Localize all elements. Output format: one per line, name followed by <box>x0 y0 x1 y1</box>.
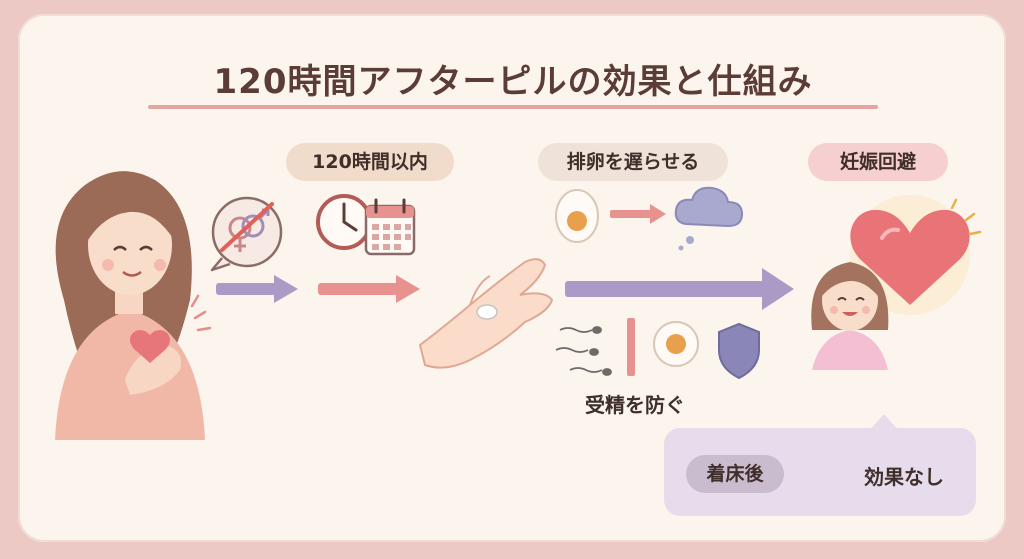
arrow-1 <box>216 275 298 303</box>
small-arrow <box>610 204 666 224</box>
note-text: 効果なし <box>864 465 944 489</box>
egg-icon-2 <box>653 321 699 367</box>
clock-icon <box>316 194 372 250</box>
title-underline <box>148 105 878 109</box>
sperm-icon <box>555 326 612 376</box>
label-prevent-fertilization: 受精を防ぐ <box>585 393 685 417</box>
hand-pill-icon <box>418 258 554 369</box>
girl-icon <box>811 262 889 370</box>
arrow-2 <box>318 275 420 303</box>
note-tag: 着床後 <box>686 455 784 493</box>
page-title: 120時間アフターピルの効果と仕組み <box>213 62 813 102</box>
gender-icon <box>210 196 283 272</box>
long-arrow <box>565 268 794 310</box>
calendar-icon <box>364 198 416 256</box>
cloud-icon <box>674 186 744 251</box>
shield-icon <box>718 322 760 380</box>
note-tail <box>870 414 898 430</box>
step-delay-ovulation: 排卵を遅らせる <box>538 143 728 181</box>
egg-icon <box>555 189 599 243</box>
woman-icon <box>55 171 212 440</box>
barrier-icon <box>627 318 635 376</box>
step-prevent-pregnancy: 妊娠回避 <box>808 143 948 181</box>
step-within-120h: 120時間以内 <box>286 143 454 181</box>
